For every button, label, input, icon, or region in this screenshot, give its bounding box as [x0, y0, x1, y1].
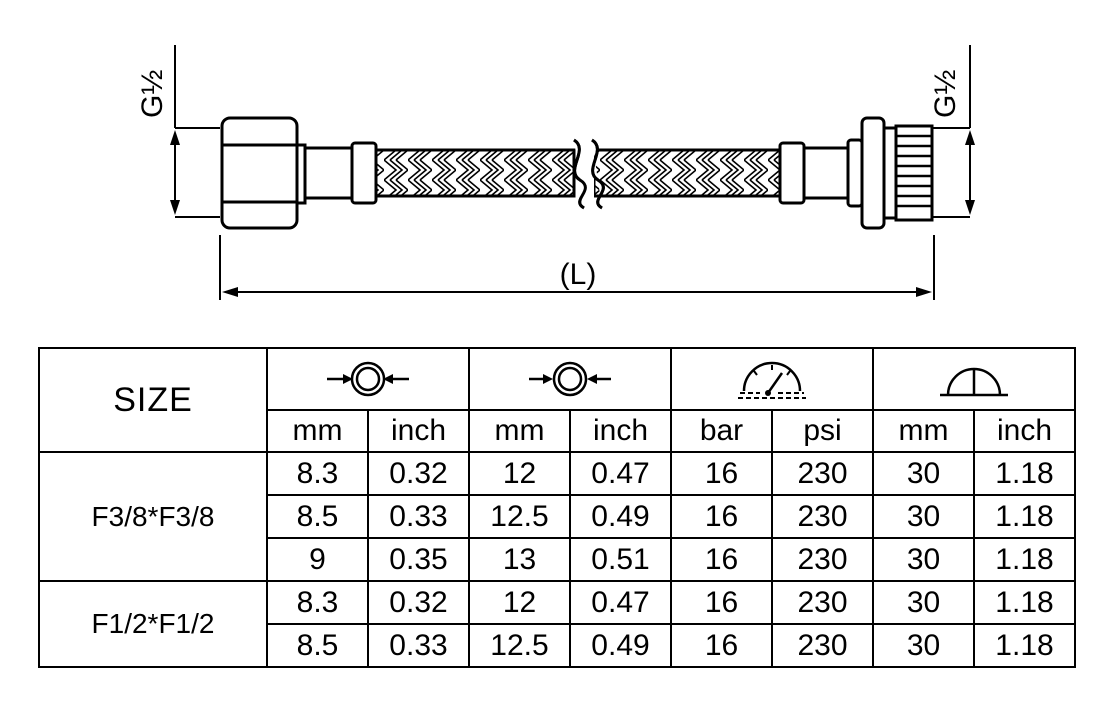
- table-cell: 1.18: [973, 494, 1076, 539]
- thread-label-left: G½: [136, 70, 169, 118]
- table-cell: 12.5: [468, 494, 571, 539]
- table-cell: 230: [771, 537, 874, 582]
- table-cell: 30: [872, 623, 975, 668]
- table-cell: 30: [872, 451, 975, 496]
- table-cell: 30: [872, 537, 975, 582]
- thread-label-right: G½: [929, 70, 962, 118]
- table-cell: 16: [670, 623, 773, 668]
- unit-label: mm: [468, 409, 571, 453]
- table-cell: 13: [468, 537, 571, 582]
- table-cell: 12.5: [468, 623, 571, 668]
- table-cell: 0.32: [367, 580, 470, 625]
- unit-label: mm: [266, 409, 369, 453]
- table-cell: 0.35: [367, 537, 470, 582]
- table-cell: 12: [468, 451, 571, 496]
- unit-label: inch: [973, 409, 1076, 453]
- table-cell: 1.18: [973, 580, 1076, 625]
- table-cell: 9: [266, 537, 369, 582]
- icon-header-row: SIZE: [38, 347, 1076, 453]
- table-cell: 0.33: [367, 623, 470, 668]
- spec-table: SIZE: [38, 347, 1076, 668]
- table-cell: 30: [872, 580, 975, 625]
- unit-label: bar: [670, 409, 773, 453]
- left-thread-dimension: G½: [136, 45, 220, 218]
- right-ferrule: [778, 141, 852, 205]
- bend-radius-icon: [872, 347, 1076, 411]
- unit-label: inch: [569, 409, 672, 453]
- table-cell: 0.47: [569, 580, 672, 625]
- table-cell: 0.49: [569, 623, 672, 668]
- table-cell: 230: [771, 494, 874, 539]
- length-label: (L): [560, 258, 597, 291]
- unit-label: inch: [367, 409, 470, 453]
- table-cell: 30: [872, 494, 975, 539]
- unit-label: psi: [771, 409, 874, 453]
- table-cell: 0.51: [569, 537, 672, 582]
- left-ferrule: [303, 141, 378, 205]
- table-cell: 1.18: [973, 623, 1076, 668]
- table-cell: 0.33: [367, 494, 470, 539]
- size-header: SIZE: [38, 347, 268, 453]
- outer-diameter-icon: [468, 347, 672, 411]
- left-hex-nut: [220, 116, 307, 230]
- table-cell: 8.3: [266, 580, 369, 625]
- table-cell: 1.18: [973, 537, 1076, 582]
- table-cell: 1.18: [973, 451, 1076, 496]
- inner-diameter-icon: [266, 347, 470, 411]
- right-male-fitting: [846, 116, 934, 230]
- size-group-label: F1/2*F1/2: [38, 580, 268, 668]
- table-cell: 230: [771, 451, 874, 496]
- right-thread-dimension: G½: [929, 45, 975, 218]
- length-dimension: (L): [219, 235, 935, 300]
- table-cell: 16: [670, 537, 773, 582]
- table-cell: 8.5: [266, 494, 369, 539]
- braided-hose: [374, 138, 784, 210]
- table-cell: 230: [771, 623, 874, 668]
- table-cell: 16: [670, 580, 773, 625]
- size-group-label: F3/8*F3/8: [38, 451, 268, 582]
- hose-technical-drawing: G½ G½: [136, 45, 975, 300]
- table-cell: 16: [670, 451, 773, 496]
- table-cell: 8.5: [266, 623, 369, 668]
- units-row: mm inch mm inch bar psi mm inch: [39, 409, 1076, 453]
- table-cell: 16: [670, 494, 773, 539]
- table-cell: 8.3: [266, 451, 369, 496]
- table-cell: 0.32: [367, 451, 470, 496]
- table-cell: 230: [771, 580, 874, 625]
- table-cell: 12: [468, 580, 571, 625]
- table-cell: 0.47: [569, 451, 672, 496]
- pressure-gauge-icon: [670, 347, 874, 411]
- table-cell: 0.49: [569, 494, 672, 539]
- unit-label: mm: [872, 409, 975, 453]
